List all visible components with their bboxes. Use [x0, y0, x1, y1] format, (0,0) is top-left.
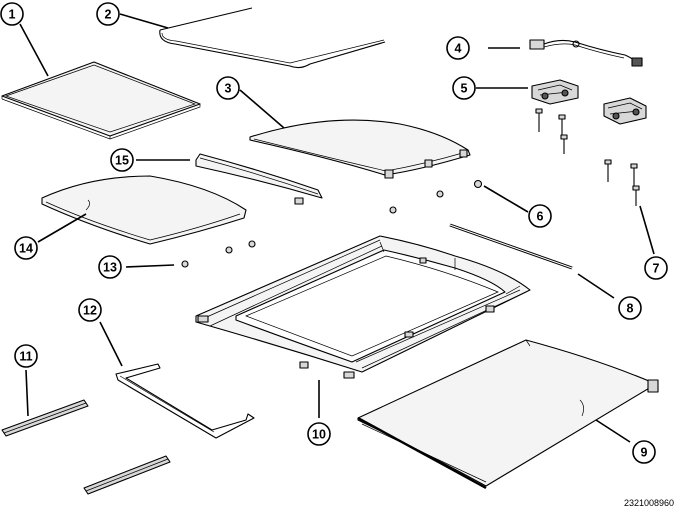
svg-text:13: 13 — [103, 261, 117, 275]
callout-14: 14 — [14, 236, 38, 260]
leader-11 — [25, 369, 29, 417]
callout-12: 12 — [78, 298, 102, 322]
part-15-deflector — [195, 153, 323, 205]
callout-1: 1 — [0, 2, 24, 26]
part-10-sunroof-frame — [195, 235, 531, 379]
part-4-wiring-harness — [529, 39, 643, 67]
leader-3 — [239, 89, 285, 129]
callout-5: 5 — [452, 76, 476, 100]
leader-7 — [639, 205, 655, 255]
svg-text:5: 5 — [461, 82, 468, 96]
callout-7: 7 — [644, 256, 668, 280]
svg-text:10: 10 — [312, 428, 326, 442]
svg-text:3: 3 — [225, 82, 232, 96]
part-7-bolts — [604, 159, 640, 206]
leader-9 — [595, 419, 631, 443]
part-9-sunshade — [357, 339, 659, 490]
callout-15: 15 — [110, 148, 134, 172]
part-14-rear-glass — [41, 175, 247, 245]
callout-11: 11 — [14, 344, 38, 368]
callout-10: 10 — [307, 422, 331, 446]
svg-text:6: 6 — [537, 210, 544, 224]
leader-13 — [125, 264, 175, 268]
svg-text:14: 14 — [19, 242, 33, 256]
svg-text:8: 8 — [627, 302, 634, 316]
svg-text:11: 11 — [19, 350, 32, 364]
callout-6: 6 — [528, 204, 552, 228]
part-12-trim-frame — [115, 363, 255, 439]
part-5-screws — [535, 108, 568, 154]
svg-text:7: 7 — [653, 262, 660, 276]
callout-8: 8 — [618, 296, 642, 320]
callout-3: 3 — [216, 76, 240, 100]
leader-6 — [483, 185, 529, 213]
leader-2 — [119, 13, 169, 29]
leader-1 — [19, 23, 49, 77]
part-6-nuts — [389, 179, 483, 214]
svg-text:12: 12 — [83, 304, 97, 318]
svg-text:15: 15 — [115, 154, 129, 168]
svg-text:1: 1 — [9, 8, 16, 22]
callout-2: 2 — [96, 2, 120, 26]
callout-9: 9 — [632, 440, 656, 464]
svg-text:2: 2 — [105, 8, 112, 22]
part-2-panel-seal — [159, 7, 386, 69]
leader-14 — [37, 213, 87, 243]
part-8-rod — [449, 223, 573, 270]
leader-lines — [19, 13, 655, 443]
svg-text:9: 9 — [641, 446, 648, 460]
part-11-seal-strips — [1, 399, 171, 495]
part-5-drive-motors — [531, 79, 647, 125]
svg-text:4: 4 — [455, 42, 462, 56]
leader-12 — [99, 321, 123, 367]
part-13-nuts — [181, 240, 256, 268]
part-1-glass-panel — [1, 61, 201, 140]
leader-8 — [577, 273, 615, 299]
part-3-front-glass — [249, 119, 471, 179]
figure-id: 2321008960 — [623, 498, 674, 508]
callout-4: 4 — [446, 36, 470, 60]
callout-13: 13 — [98, 255, 122, 279]
